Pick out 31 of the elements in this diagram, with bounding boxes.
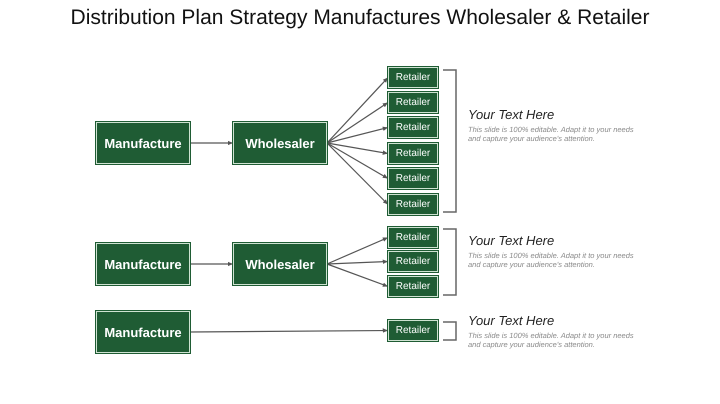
process-box: Manufacture — [96, 311, 190, 353]
retailer-box: Retailer — [388, 227, 438, 248]
retailer-box: Retailer — [388, 276, 438, 297]
arrow — [190, 328, 388, 333]
retailer-box: Retailer — [388, 168, 438, 189]
heading: Your Text Here — [468, 107, 554, 122]
heading: Your Text Here — [468, 313, 554, 328]
arrow — [326, 142, 388, 180]
arrow — [326, 126, 388, 144]
arrow — [326, 102, 388, 144]
arrow — [326, 259, 388, 265]
retailer-box: Retailer — [388, 67, 438, 88]
retailer-box: Retailer — [388, 320, 438, 341]
retailer-box: Retailer — [388, 194, 438, 215]
arrow — [326, 142, 388, 205]
process-box: Manufacture — [96, 122, 190, 164]
retailer-box: Retailer — [388, 251, 438, 272]
arrow — [326, 77, 388, 144]
process-box: Wholesaler — [233, 243, 327, 285]
heading: Your Text Here — [468, 233, 554, 248]
retailer-box: Retailer — [388, 117, 438, 138]
process-box: Wholesaler — [233, 122, 327, 164]
retailer-box: Retailer — [388, 143, 438, 164]
arrow — [190, 140, 233, 146]
title: Distribution Plan Strategy Manufactures Wholesaler & Retailer — [70, 6, 650, 30]
arrow — [190, 262, 233, 266]
process-box: Manufacture — [96, 243, 190, 285]
arrow — [326, 263, 388, 288]
retailer-box: Retailer — [388, 92, 438, 113]
arrow — [326, 142, 388, 155]
arrow — [326, 236, 388, 265]
